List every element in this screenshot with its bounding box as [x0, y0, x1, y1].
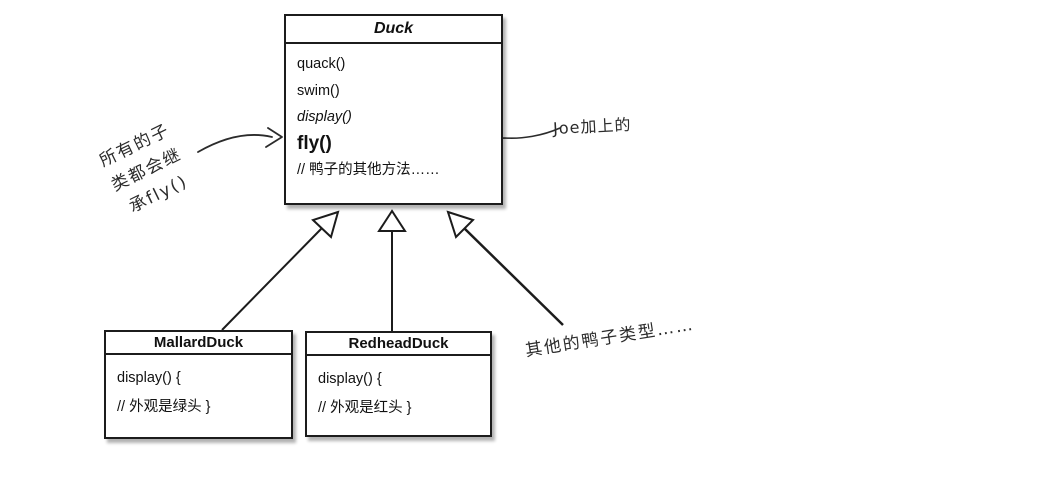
method-fly: fly() [297, 132, 332, 154]
method-comment: // 鸭子的其他方法…… [297, 162, 440, 178]
mallardduck-class-box: MallardDuck display() { // 外观是绿头 } [104, 330, 293, 439]
redhead-display-line: display() { [318, 371, 382, 387]
method-display: display() [297, 109, 352, 125]
redheadduck-class-title: RedheadDuck [307, 333, 490, 356]
duck-class-box: Duck quack() swim() display() fly() // 鸭… [284, 14, 503, 205]
redheadduck-class-body: display() { // 外观是红头 } [307, 356, 490, 423]
bottom-handwritten-note: 其他的鸭子类型…… [523, 314, 696, 362]
redheadduck-class-box: RedheadDuck display() { // 外观是红头 } [305, 331, 492, 437]
inheritance-triangle-icon [446, 210, 475, 239]
inheritance-connector-mallard [221, 210, 340, 331]
duck-class-methods: quack() swim() display() fly() // 鸭子的其他方… [286, 44, 501, 184]
mallard-display-line: display() { [117, 370, 181, 386]
method-quack: quack() [297, 56, 346, 72]
inheritance-connector-other-ducks [446, 210, 564, 326]
method-swim: swim() [297, 82, 340, 99]
mallardduck-class-body: display() { // 外观是绿头 } [106, 355, 291, 422]
mallard-comment-line: // 外观是绿头 } [117, 399, 211, 415]
inheritance-triangle-icon [377, 209, 407, 232]
left-handwritten-note: 所有的子 类都会继 承fly() [53, 97, 241, 244]
right-handwritten-note: Joe加上的 [552, 114, 632, 139]
duck-class-title: Duck [286, 16, 501, 44]
inheritance-connector-redhead [377, 209, 407, 331]
redhead-comment-line: // 外观是红头 } [318, 400, 412, 416]
mallardduck-class-title: MallardDuck [106, 332, 291, 355]
inheritance-triangle-icon [311, 210, 340, 239]
